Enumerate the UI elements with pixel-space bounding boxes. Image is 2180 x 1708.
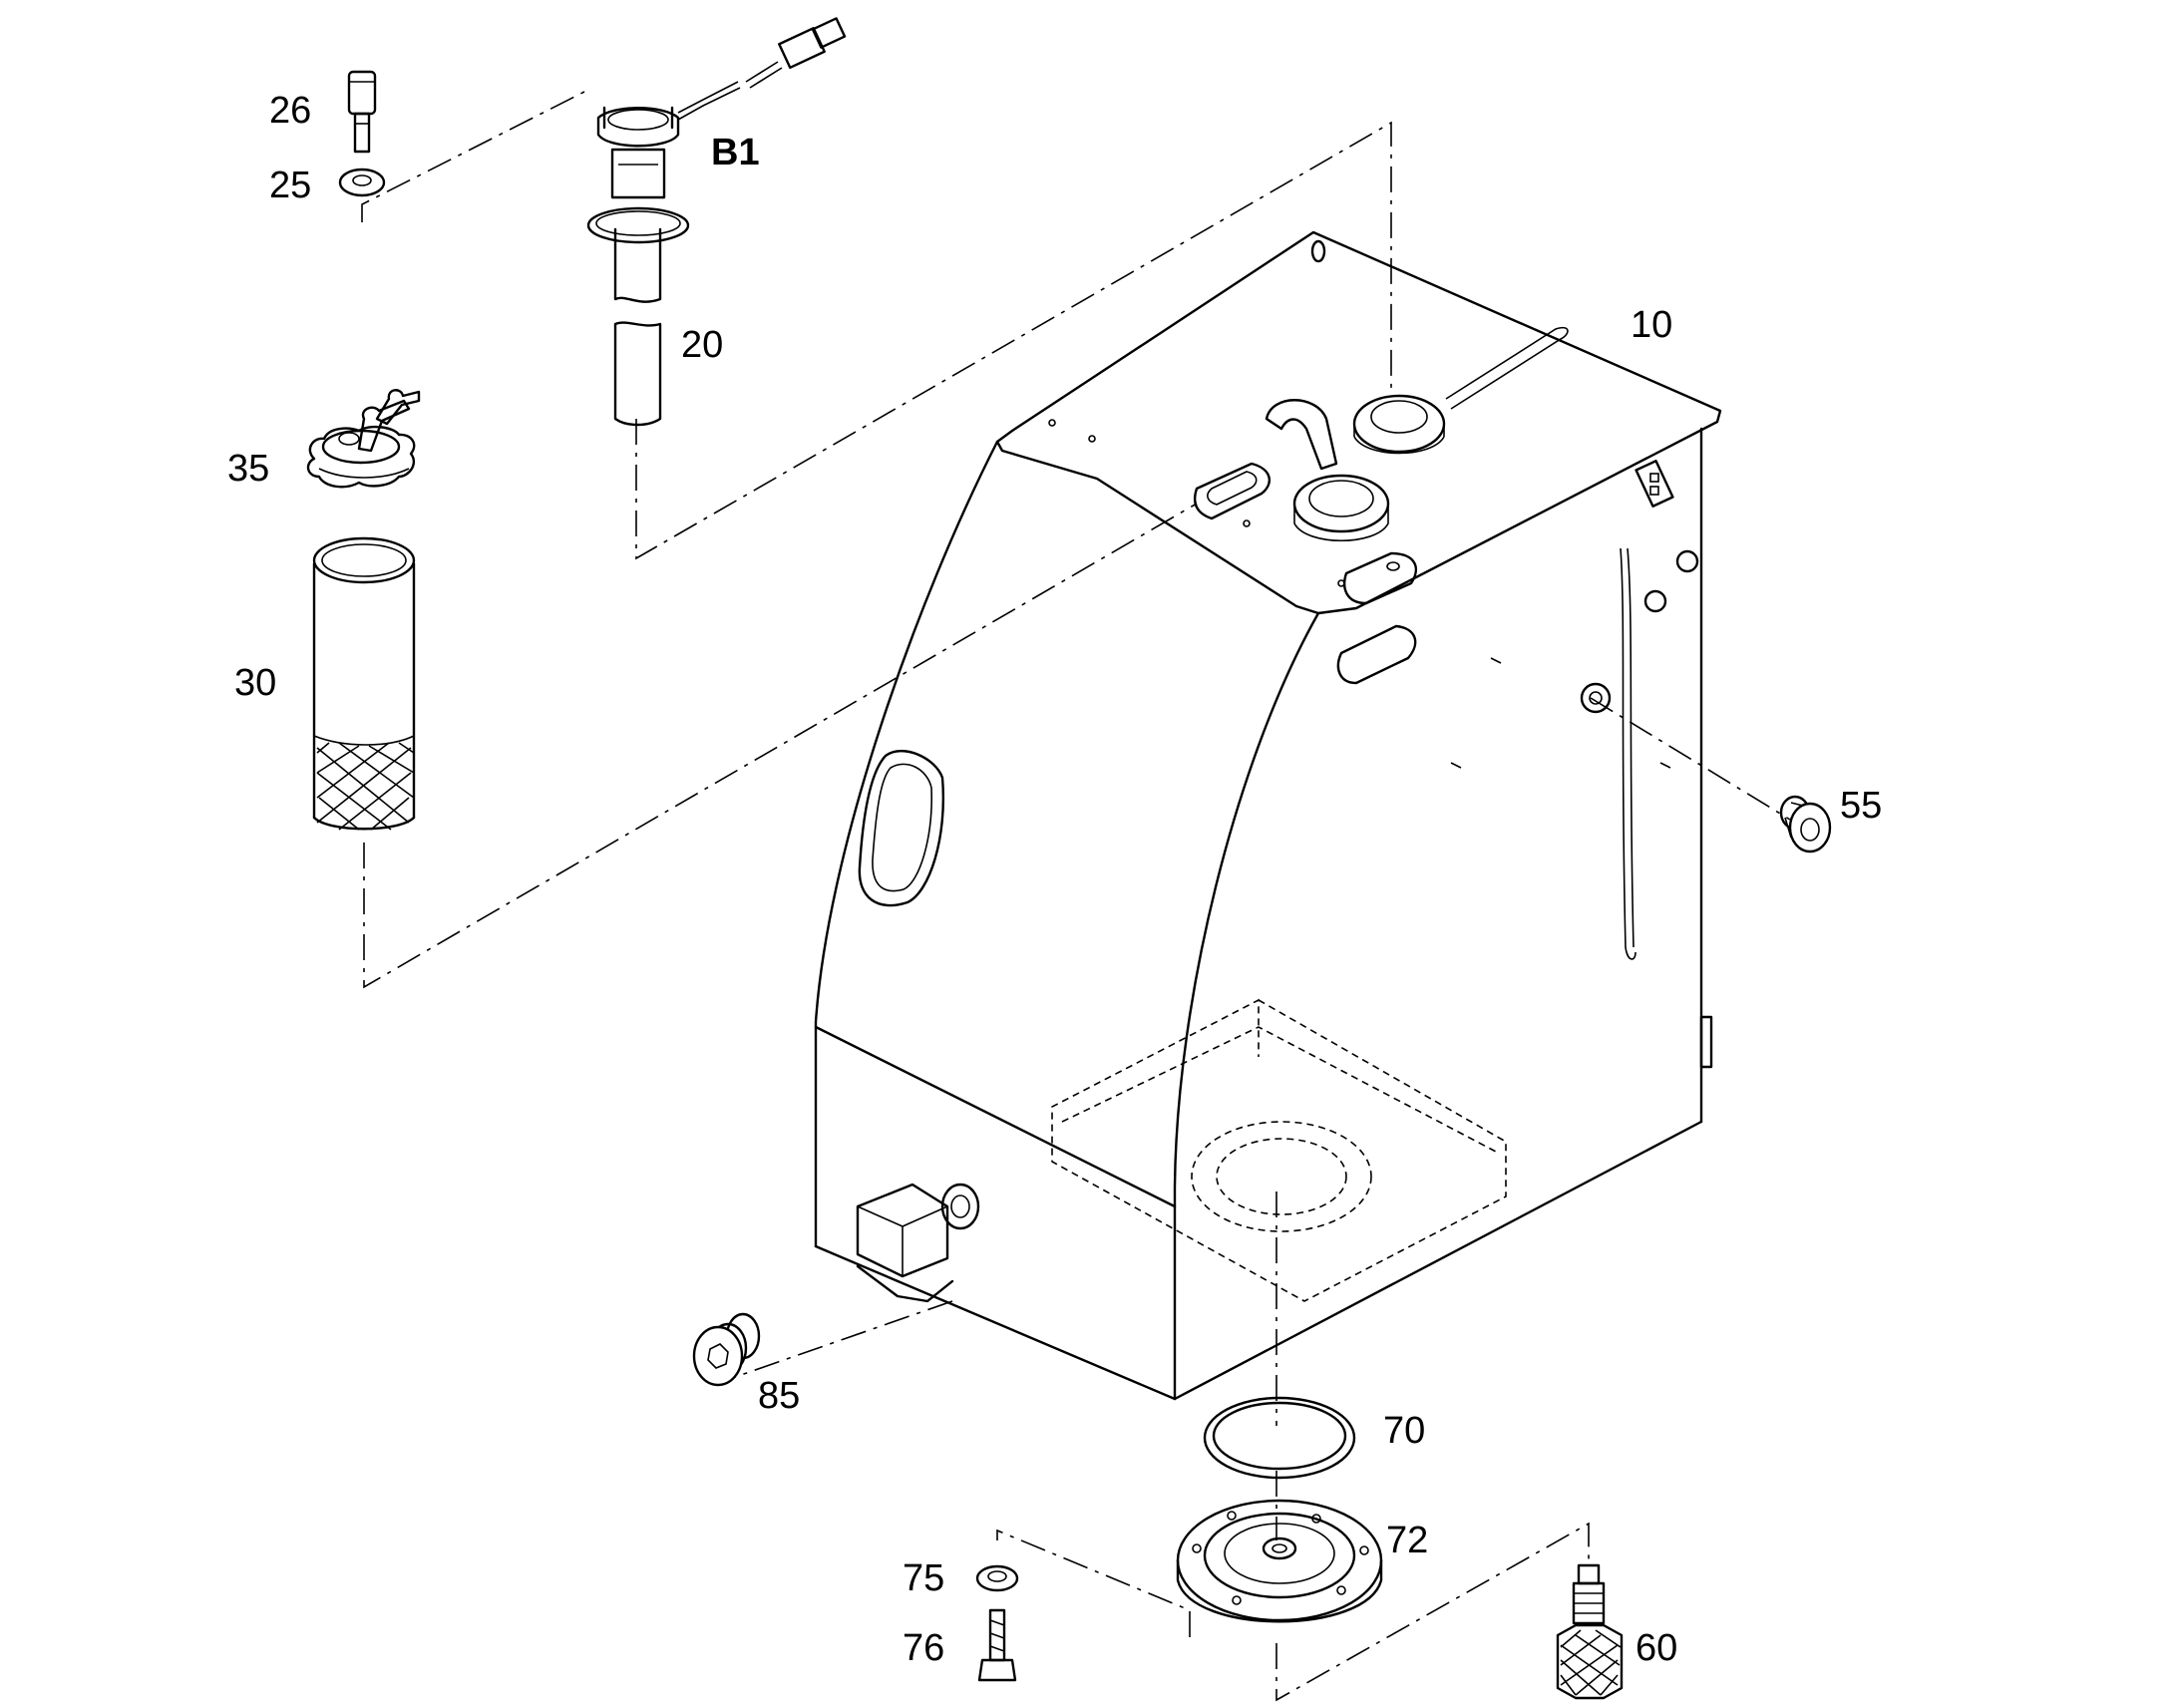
cover-plate-72 (1176, 1499, 1383, 1623)
locking-fuel-cap-35 (306, 389, 421, 489)
callout-85: 85 (758, 1375, 800, 1417)
callout-72: 72 (1386, 1520, 1428, 1561)
callout-60: 60 (1635, 1627, 1677, 1669)
callout-76: 76 (903, 1627, 944, 1669)
tank-right-face-features (1336, 460, 1699, 960)
fuel-level-sender-b1 (586, 17, 847, 303)
o-ring-70 (1203, 1396, 1356, 1480)
callout-25: 25 (269, 165, 311, 206)
drain-plug-85 (692, 1312, 761, 1387)
callout-70: 70 (1383, 1410, 1425, 1452)
screw-26 (347, 70, 377, 154)
callout-26: 26 (269, 90, 311, 132)
tank-top-features (1048, 326, 1569, 605)
fitting-60 (1556, 1563, 1624, 1700)
washer-25 (338, 168, 386, 197)
plug-55 (1779, 795, 1832, 854)
callout-75: 75 (903, 1557, 944, 1599)
callout-55: 55 (1840, 785, 1882, 827)
sender-tube-20 (613, 321, 662, 427)
callout-labels: 26 25 B1 20 35 30 10 55 85 70 72 75 76 6… (227, 90, 1882, 1669)
callout-30: 30 (234, 662, 276, 704)
callout-b1: B1 (711, 132, 760, 173)
filler-strainer-30 (312, 536, 416, 831)
callout-20: 20 (681, 324, 723, 366)
assembly-leader-lines (361, 89, 1791, 1702)
screw-76 (977, 1608, 1017, 1682)
hidden-sump-outline (1051, 998, 1507, 1302)
tank-drain-boss (856, 1183, 980, 1278)
left-access-cover (858, 750, 944, 907)
callout-35: 35 (227, 448, 269, 490)
fuel-tank-body (814, 230, 1722, 1401)
washer-75 (975, 1564, 1019, 1592)
callout-10: 10 (1631, 304, 1672, 346)
